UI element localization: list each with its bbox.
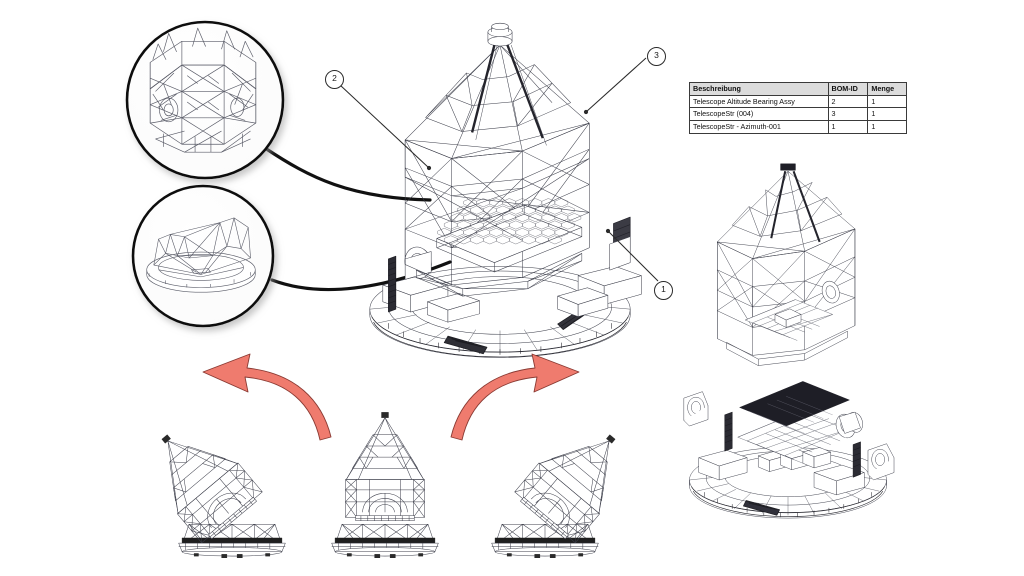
callout-point-2 [426,165,432,171]
callout-leader-1 [607,230,659,282]
callout-bubble-2[interactable]: 2 [325,70,344,89]
detail-circle-lower [131,184,275,328]
cell-menge: 1 [867,107,907,122]
rotate-left-arrow [202,353,332,441]
table-header-row: Beschreibung BOM-ID Menge [689,82,907,96]
cell-menge: 1 [867,120,907,134]
leader-line-upper [263,146,432,202]
table-row: TelescopeStr (004) 3 1 [689,107,907,122]
callout-point-3 [583,109,589,115]
callout-leaders [339,57,659,282]
telescope-tilted-right [491,411,644,559]
rotate-right-arrow [450,353,580,441]
cell-bom-id: 1 [827,120,869,134]
callout-bubble-1[interactable]: 1 [654,281,673,300]
column-header-beschreibung: Beschreibung [689,82,829,96]
callout-leader-3 [585,57,647,113]
main-telescope-view [368,21,643,359]
cell-bom-id: 2 [827,94,869,109]
detail-circle-upper [125,20,285,180]
cell-menge: 1 [867,94,907,109]
column-header-bom-id: BOM-ID [827,82,869,96]
callout-point-1 [605,228,611,234]
cell-bom-id: 3 [827,107,869,122]
cell-description: TelescopeStr (004) [689,107,829,122]
bill-of-materials-table: Beschreibung BOM-ID Menge Telescope Alti… [689,82,907,134]
column-header-menge: Menge [867,82,907,96]
callout-bubble-3[interactable]: 3 [647,47,666,66]
exploded-assembly-view [682,162,896,520]
telescope-tilted-left [133,411,286,559]
cell-description: TelescopeStr - Azimuth-001 [689,120,829,134]
callout-leader-2 [339,84,430,169]
cell-description: Telescope Altitude Bearing Assy [689,94,829,109]
table-row: TelescopeStr - Azimuth-001 1 1 [689,120,907,134]
telescope-zenith-upright [331,412,439,559]
table-row: Telescope Altitude Bearing Assy 2 1 [689,94,907,109]
